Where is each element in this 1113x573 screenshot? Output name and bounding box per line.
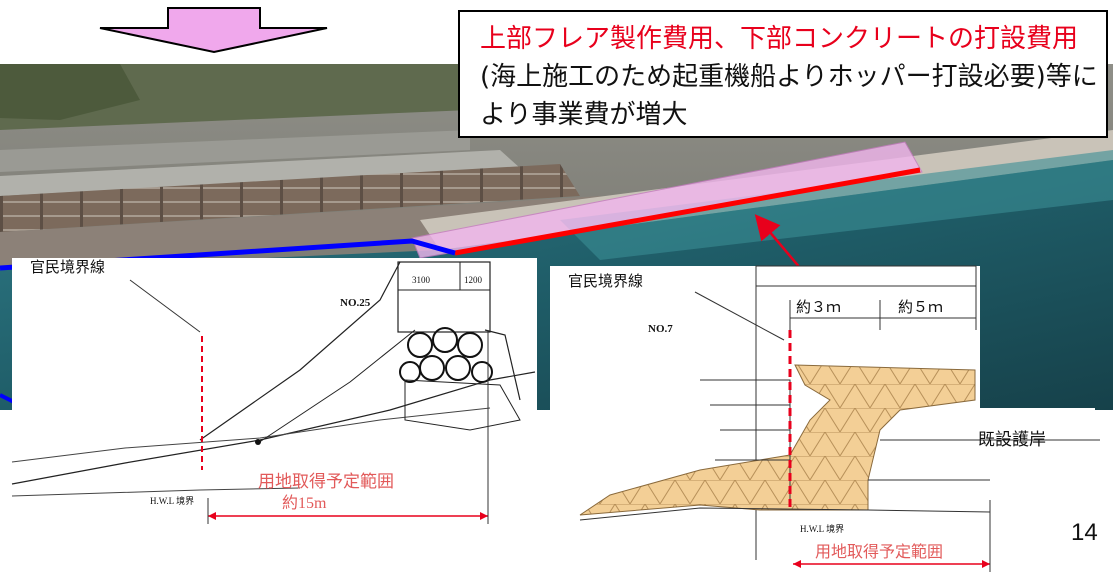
planned-flare-strip <box>411 141 923 259</box>
page-number: 14 <box>1071 519 1098 546</box>
left-acquisition-width: 約15m <box>282 494 327 512</box>
right-section-number: NO.7 <box>648 323 673 335</box>
callout-highlight-text: 上部フレア製作費用、下部コンクリートの打設費用 <box>480 24 1079 54</box>
right-existing-label: 既設護岸 <box>978 430 1046 449</box>
right-acquisition-label: 用地取得予定範囲 <box>815 543 943 561</box>
left-acquisition-label: 用地取得予定範囲 <box>258 472 394 491</box>
left-section-number: NO.25 <box>340 297 371 309</box>
left-dim-top-b: 1200 <box>464 275 483 285</box>
right-cross-section <box>550 265 1100 573</box>
left-hwl-label: H.W.L 境界 <box>150 495 194 506</box>
cost-callout-box: 上部フレア製作費用、下部コンクリートの打設費用 (海上施工のため起重機船よりホッパ… <box>458 10 1108 138</box>
right-hwl-label: H.W.L 境界 <box>800 523 844 534</box>
left-boundary-label: 官民境界線 <box>30 258 105 276</box>
down-arrow-icon <box>99 7 328 54</box>
left-dim-top-a: 3100 <box>412 275 431 285</box>
right-boundary-label: 官民境界線 <box>568 272 643 290</box>
left-cross-section <box>11 258 537 524</box>
new-flare-concrete <box>579 364 976 516</box>
callout-body-text: (海上施工のため起重機船よりホッパー打設必要)等により事業費が増大 <box>480 62 1098 130</box>
right-dim-a: 約３ｍ <box>796 299 841 316</box>
planned-seawall-line <box>454 167 921 256</box>
right-dim-b: 約５ｍ <box>898 299 943 316</box>
